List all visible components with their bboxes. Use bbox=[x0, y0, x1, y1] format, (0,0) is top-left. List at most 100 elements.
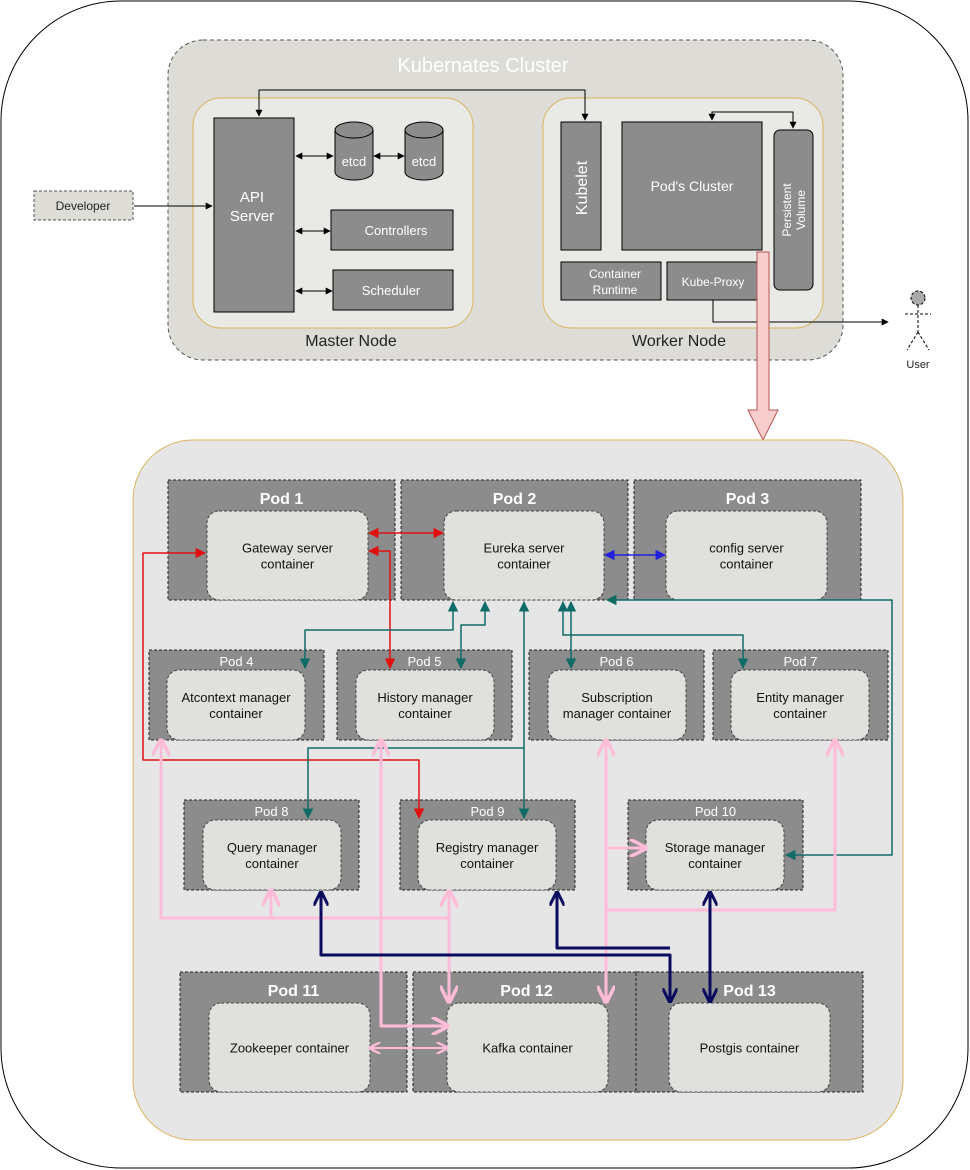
pod-11-container bbox=[208, 1002, 371, 1093]
user-icon bbox=[905, 290, 931, 351]
pods-cluster-box bbox=[621, 121, 763, 251]
controllers-box bbox=[330, 209, 454, 251]
pod-7-container bbox=[730, 669, 870, 741]
pod-1-title: Pod 1 bbox=[260, 491, 304, 508]
user-label: User bbox=[906, 359, 930, 371]
pod-1-container-label-1: Gateway server bbox=[242, 541, 334, 556]
pod-11-title: Pod 11 bbox=[268, 983, 320, 1000]
pod-11: Pod 11 Zookeeper container bbox=[179, 971, 408, 1093]
pods-cluster-label: Pod's Cluster bbox=[651, 178, 734, 194]
eureka-storage-arrow bbox=[605, 594, 893, 861]
pod-13-container-label-1: Postgis container bbox=[700, 1041, 800, 1056]
container-runtime-label-2: Runtime bbox=[593, 283, 638, 297]
eureka-history-arrow bbox=[455, 600, 491, 670]
pod-9-container bbox=[417, 819, 557, 891]
pods-volume-arrow bbox=[708, 111, 797, 129]
pod-9-container-label-2: container bbox=[460, 856, 514, 871]
kubelet-label: Kubelet bbox=[574, 160, 591, 215]
container-runtime-label-1: Container bbox=[589, 267, 641, 281]
pod-4-container bbox=[166, 669, 306, 741]
container-runtime-box bbox=[560, 261, 662, 301]
worker-node-label: Worker Node bbox=[632, 333, 726, 350]
query-postgis-arrow bbox=[321, 894, 670, 1000]
pod-4-container-label-2: container bbox=[209, 706, 263, 721]
developer-label: Developer bbox=[56, 199, 111, 213]
pod-2-container-label-2: container bbox=[497, 557, 551, 572]
pod-4-container-label-1: Atcontext manager bbox=[181, 690, 291, 705]
pod-7-title: Pod 7 bbox=[784, 654, 818, 669]
etcd-cylinder-2 bbox=[404, 121, 444, 181]
pod-10-container-label-1: Storage manager bbox=[665, 840, 766, 855]
controllers-label: Controllers bbox=[365, 223, 428, 238]
api-server-label-2: Server bbox=[230, 208, 274, 225]
pod-5-container-label-2: container bbox=[398, 706, 452, 721]
pod-1-container bbox=[206, 510, 369, 601]
pods-cluster-expand-arrow bbox=[747, 251, 779, 442]
registry-postgis-arrow bbox=[557, 894, 670, 950]
eureka-atcontext-arrow bbox=[299, 600, 459, 670]
arrows-layer bbox=[142, 527, 893, 1048]
etcd-label-2: etcd bbox=[412, 154, 437, 169]
entity-kafka-arrow bbox=[606, 742, 835, 912]
pod-3-container-label-1: config server bbox=[709, 541, 784, 556]
pod-4-title: Pod 4 bbox=[220, 654, 254, 669]
etcd-label-1: etcd bbox=[342, 154, 367, 169]
api-server-label-1: API bbox=[240, 189, 264, 206]
pod-9-title: Pod 9 bbox=[471, 804, 505, 819]
persistent-volume-label-1: Persistent bbox=[780, 183, 794, 237]
pod-8-title: Pod 8 bbox=[255, 804, 289, 819]
api-server-box bbox=[213, 117, 295, 313]
etcd-cylinder-1 bbox=[334, 121, 374, 181]
pod-2-container-label-1: Eureka server bbox=[484, 541, 566, 556]
pod-12-container-label-1: Kafka container bbox=[482, 1041, 573, 1056]
kube-proxy-label: Kube-Proxy bbox=[682, 275, 745, 289]
kube-proxy-box bbox=[666, 261, 760, 301]
pod-12-title: Pod 12 bbox=[500, 983, 553, 1000]
pod-1-container-label-2: container bbox=[261, 557, 315, 572]
pod-8-container-label-2: container bbox=[245, 856, 299, 871]
pod-5-container bbox=[355, 669, 495, 741]
pod-3-container bbox=[665, 510, 828, 601]
pod-11-container-label-1: Zookeeper container bbox=[230, 1041, 350, 1056]
pod-8-container-label-1: Query manager bbox=[227, 840, 318, 855]
pod-6-container-label-1: Subscription bbox=[581, 690, 653, 705]
scheduler-label: Scheduler bbox=[362, 283, 421, 298]
pod-6-container-label-2: manager container bbox=[563, 706, 672, 721]
pod-5-title: Pod 5 bbox=[408, 654, 442, 669]
pod-2-container bbox=[443, 510, 605, 601]
pod-5-container-label-1: History manager bbox=[377, 690, 473, 705]
cluster-title: Kubernates Cluster bbox=[397, 55, 569, 77]
persistent-volume-label-2: Volume bbox=[794, 190, 808, 230]
pod-10-container bbox=[645, 819, 785, 891]
pod-9-container-label-1: Registry manager bbox=[436, 840, 539, 855]
kubelet-box bbox=[560, 121, 602, 251]
eureka-query-arrow bbox=[302, 747, 524, 820]
pod-2-title: Pod 2 bbox=[493, 491, 537, 508]
pod-13: Pod 13 Postgis container bbox=[635, 971, 864, 1093]
pod-7-container-label-2: container bbox=[773, 706, 827, 721]
kube-proxy-user-arrow bbox=[712, 300, 889, 326]
master-node-label: Master Node bbox=[305, 333, 397, 350]
pod-3-container-label-2: container bbox=[720, 557, 774, 572]
pod-7-container-label-1: Entity manager bbox=[756, 690, 844, 705]
developer-box bbox=[33, 190, 134, 221]
pod-6-container bbox=[547, 669, 687, 741]
pod-8-container bbox=[202, 819, 342, 891]
pod-3-title: Pod 3 bbox=[726, 491, 770, 508]
history-kafka-arrow bbox=[381, 742, 446, 1026]
pod-13-title: Pod 13 bbox=[723, 983, 776, 1000]
scheduler-box bbox=[332, 269, 454, 311]
api-kubelet-arrow bbox=[255, 89, 589, 121]
pod-13-container bbox=[668, 1002, 831, 1093]
pod-6-title: Pod 6 bbox=[600, 654, 634, 669]
